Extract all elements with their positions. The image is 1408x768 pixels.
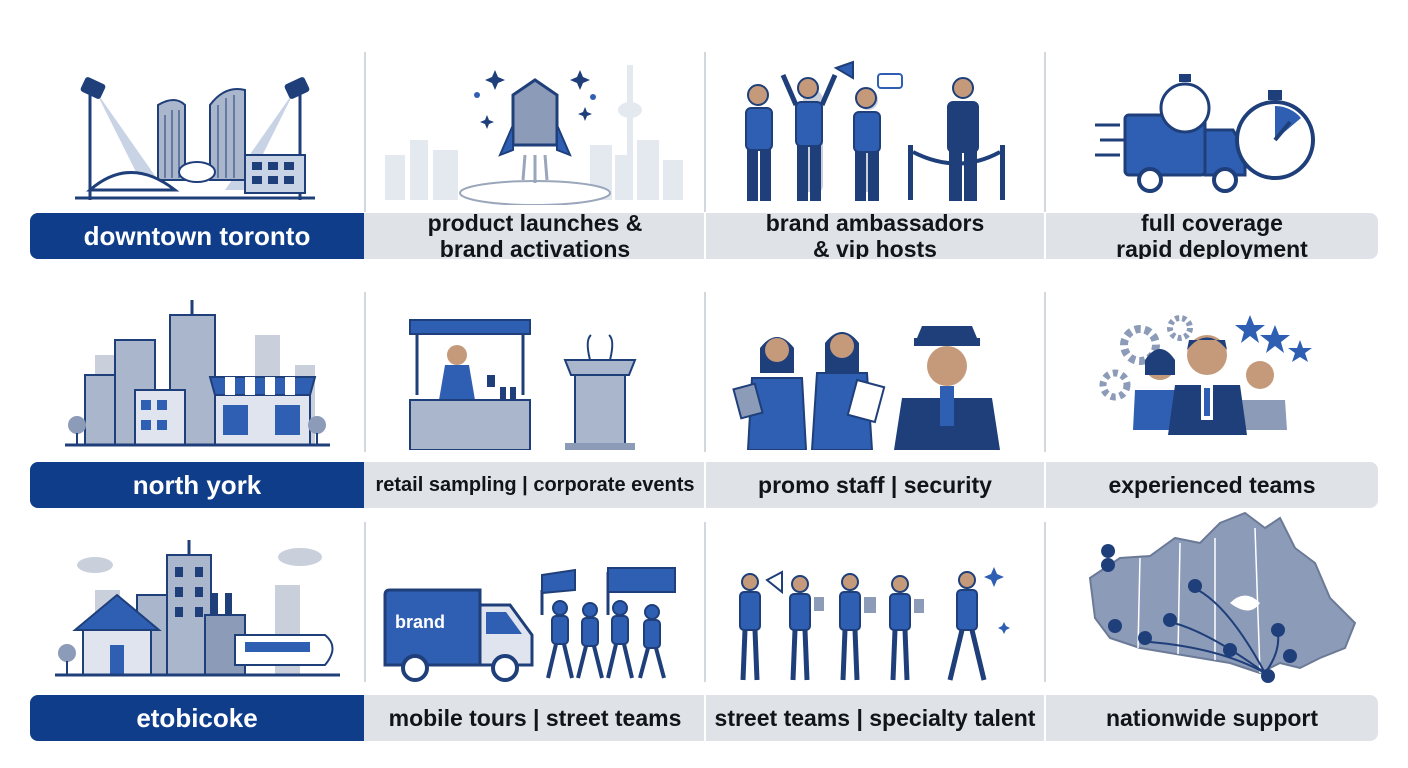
sampling-booth-podium-icon (405, 315, 665, 450)
brand-van-marchers-icon: brand (380, 560, 690, 685)
etobicoke-city-icon (55, 535, 340, 680)
region-label-etobicoke: etobicoke (30, 695, 364, 741)
service-label: product launches &brand activations (366, 213, 704, 259)
bar-separator (704, 462, 706, 508)
column-divider (1044, 52, 1046, 212)
row-bar-downtown-toronto: downtown toronto product launches &brand… (30, 213, 1378, 259)
downtown-skyline-icon (70, 60, 320, 205)
column-divider (364, 52, 366, 212)
service-label-line: brand activations (439, 236, 631, 259)
column-divider (704, 522, 706, 682)
promo-staff-security-icon (732, 318, 1022, 450)
service-label: retail sampling | corporate events (375, 474, 695, 496)
service-label: nationwide support (1105, 705, 1319, 731)
ambassadors-icon (718, 60, 1038, 205)
delivery-truck-stopwatch-icon (1095, 70, 1325, 200)
service-label: promo staff | security (758, 472, 992, 498)
row-bar-north-york: north york retail sampling | corporate e… (30, 462, 1378, 508)
service-label: street teams | specialty talent (714, 705, 1036, 731)
bar-separator (704, 695, 706, 741)
column-divider (1044, 292, 1046, 452)
column-divider (364, 292, 366, 452)
column-divider (364, 522, 366, 682)
rocket-launch-icon (375, 55, 695, 205)
bar-separator (1044, 695, 1046, 741)
service-label: experienced teams (1108, 472, 1316, 498)
van-brand-label: brand (395, 612, 445, 632)
region-label-downtown-toronto: downtown toronto (30, 213, 364, 259)
bar-separator (1044, 462, 1046, 508)
bar-separator (704, 213, 706, 259)
service-label: mobile tours | street teams (388, 705, 682, 731)
street-team-talent-icon (722, 562, 1022, 684)
service-label: brand ambassadors& vip hosts (706, 213, 1044, 259)
service-label-line: rapid deployment (1116, 236, 1308, 259)
column-divider (1044, 522, 1046, 682)
canada-map-icon (1080, 508, 1365, 688)
service-label-line: product launches & (427, 213, 643, 236)
team-gears-stars-icon (1095, 310, 1325, 450)
region-label-north-york: north york (30, 462, 364, 508)
bar-separator (1044, 213, 1046, 259)
row-bar-etobicoke: etobicoke mobile tours | street teams st… (30, 695, 1378, 741)
north-york-city-icon (65, 295, 330, 450)
service-label-line: full coverage (1141, 213, 1283, 236)
column-divider (704, 292, 706, 452)
column-divider (704, 52, 706, 212)
service-label-line: brand ambassadors (765, 213, 985, 236)
service-label-line: & vip hosts (813, 236, 937, 259)
